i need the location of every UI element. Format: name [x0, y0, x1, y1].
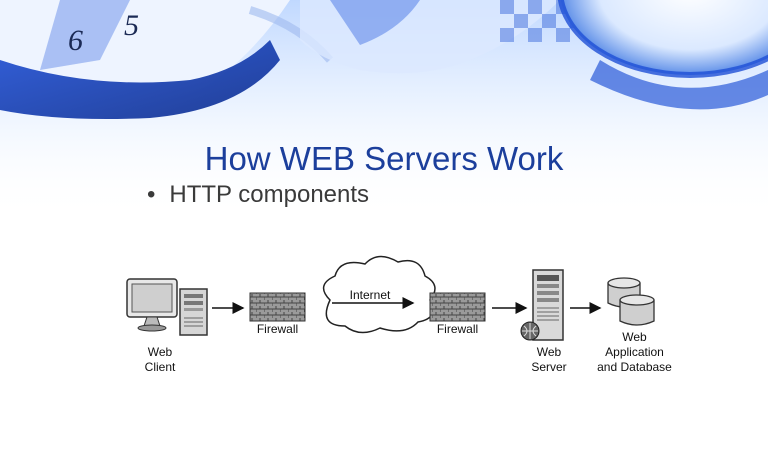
label-app-database-line1: Web — [622, 330, 647, 344]
label-web-server: Web Server — [524, 345, 574, 375]
clock-digit-5: 5 — [124, 9, 139, 42]
database-icon — [607, 277, 655, 326]
bullet-item: • HTTP components — [147, 181, 369, 209]
web-client-icon — [126, 278, 208, 336]
bullet-text: HTTP components — [169, 181, 370, 208]
label-internet: Internet — [349, 288, 391, 302]
label-web-server-line2: Server — [531, 360, 567, 374]
internet-cloud-icon — [322, 255, 436, 334]
label-web-client-line1: Web — [147, 345, 173, 359]
bullet-symbol: • — [147, 181, 156, 208]
slide-title: How WEB Servers Work — [204, 140, 564, 177]
label-app-database-line2: Application — [605, 345, 664, 359]
label-web-server-line1: Web — [536, 345, 562, 359]
label-web-client: Web Client — [135, 345, 185, 375]
clock-digit-6: 6 — [68, 24, 83, 57]
label-web-client-line2: Client — [144, 360, 176, 374]
label-firewall-left: Firewall — [256, 322, 299, 336]
label-app-database: Web Application and Database — [592, 330, 677, 375]
firewall-right-icon — [429, 292, 486, 322]
label-app-database-line3: and Database — [597, 360, 672, 374]
web-server-icon — [520, 269, 564, 341]
firewall-left-icon — [249, 292, 306, 322]
label-firewall-right: Firewall — [436, 322, 479, 336]
